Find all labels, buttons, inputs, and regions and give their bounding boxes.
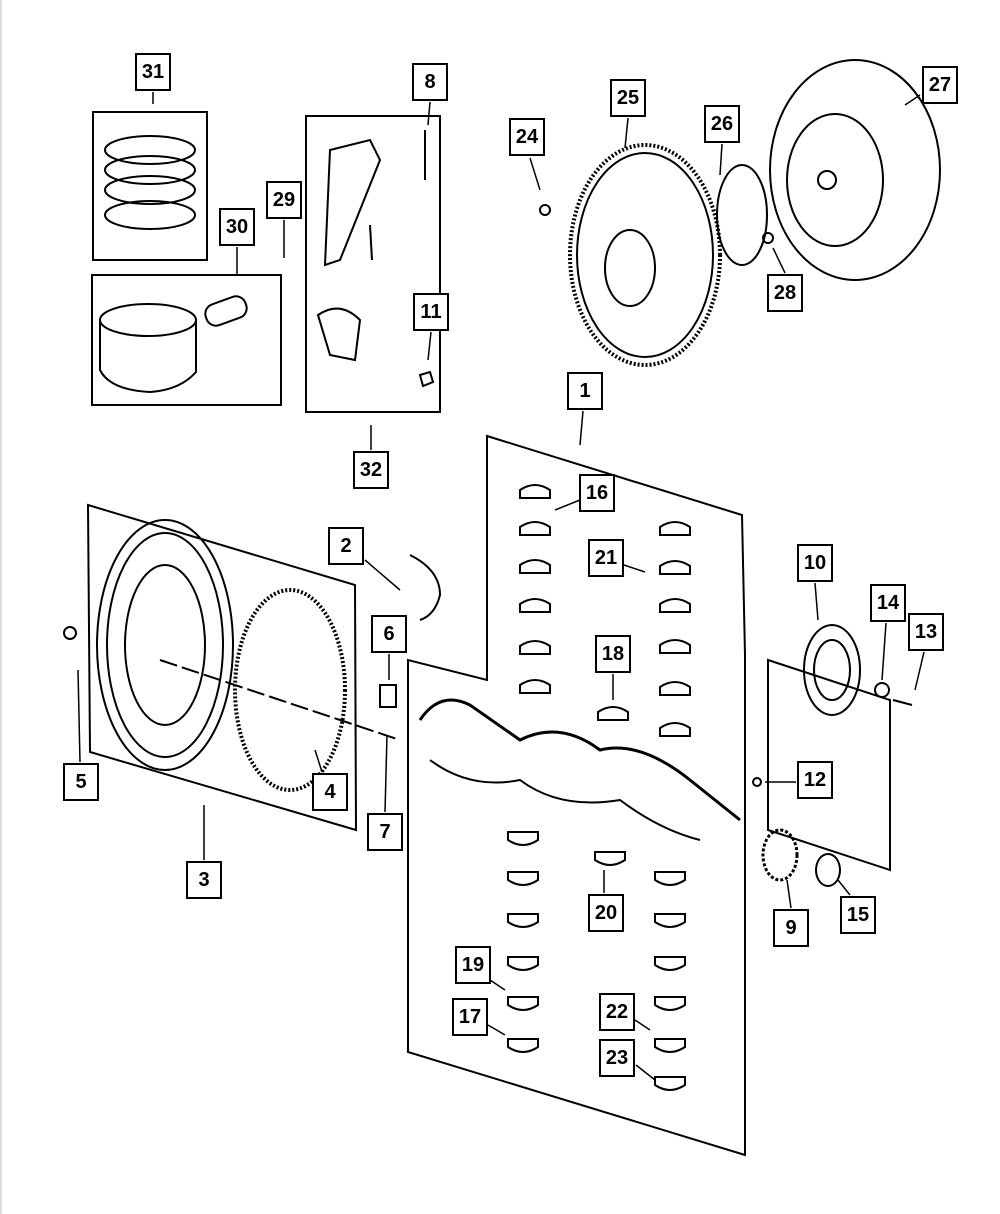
callout-27[interactable]: 27 — [922, 66, 958, 104]
callout-5[interactable]: 5 — [63, 763, 99, 801]
callout-1[interactable]: 1 — [567, 372, 603, 410]
callout-11[interactable]: 11 — [413, 293, 449, 331]
bolt-24 — [539, 204, 551, 216]
callout-4[interactable]: 4 — [312, 773, 348, 811]
callout-29[interactable]: 29 — [266, 181, 302, 219]
callout-9[interactable]: 9 — [773, 909, 809, 947]
callout-16[interactable]: 16 — [579, 474, 615, 512]
callout-13[interactable]: 13 — [908, 613, 944, 651]
callout-30[interactable]: 30 — [219, 208, 255, 246]
callout-10[interactable]: 10 — [797, 544, 833, 582]
callout-32[interactable]: 32 — [353, 451, 389, 489]
callout-17[interactable]: 17 — [452, 998, 488, 1036]
callout-14[interactable]: 14 — [870, 584, 906, 622]
bearings-panel — [407, 434, 746, 1157]
piston-assembly — [91, 274, 282, 406]
callout-28[interactable]: 28 — [767, 274, 803, 312]
pulley-group — [752, 624, 913, 887]
callout-26[interactable]: 26 — [704, 105, 740, 143]
torque-converter — [769, 59, 941, 281]
piston-rings — [92, 111, 208, 261]
callout-21[interactable]: 21 — [588, 539, 624, 577]
plate-26 — [716, 164, 768, 266]
callout-20[interactable]: 20 — [588, 894, 624, 932]
bolt-5 — [63, 626, 77, 640]
seal-2 — [409, 554, 442, 621]
callout-23[interactable]: 23 — [599, 1039, 635, 1077]
flexplate — [568, 143, 722, 367]
callout-2[interactable]: 2 — [328, 527, 364, 565]
callout-15[interactable]: 15 — [840, 896, 876, 934]
leader-lines — [77, 92, 925, 1081]
callout-18[interactable]: 18 — [595, 635, 631, 673]
connecting-rod-assembly — [305, 115, 441, 413]
callout-24[interactable]: 24 — [509, 118, 545, 156]
callout-7[interactable]: 7 — [367, 813, 403, 851]
callout-3[interactable]: 3 — [186, 861, 222, 899]
callout-8[interactable]: 8 — [412, 63, 448, 101]
callout-19[interactable]: 19 — [455, 946, 491, 984]
vibration-damper-panel — [86, 503, 401, 832]
callout-12[interactable]: 12 — [797, 761, 833, 799]
callout-22[interactable]: 22 — [599, 993, 635, 1031]
callout-31[interactable]: 31 — [135, 53, 171, 91]
bearing-shells — [507, 484, 691, 1091]
callout-6[interactable]: 6 — [371, 615, 407, 653]
callout-25[interactable]: 25 — [610, 79, 646, 117]
bolt-28 — [762, 232, 774, 244]
bushing-6 — [379, 684, 397, 708]
